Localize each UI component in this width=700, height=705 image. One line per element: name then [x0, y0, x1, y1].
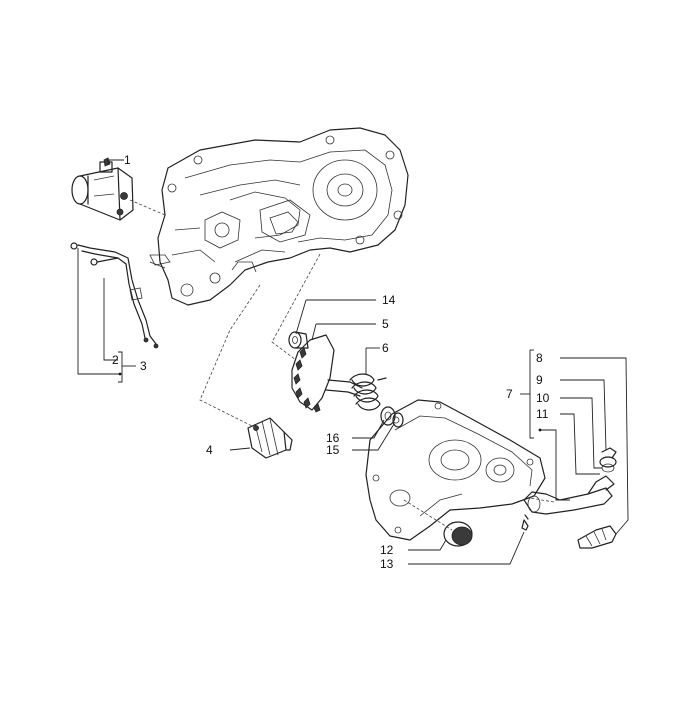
wiring-harness: [70, 242, 159, 349]
callout-8: 8: [536, 351, 543, 365]
small-screw: [521, 514, 529, 531]
starter-pinion: [247, 417, 293, 459]
callout-5: 5: [382, 317, 389, 331]
callout-2: 2: [112, 353, 119, 367]
callout-10: 10: [536, 391, 550, 405]
bushing: [288, 331, 309, 349]
cover-cap: [443, 521, 473, 547]
callout-16: 16: [326, 431, 340, 445]
callout-13: 13: [380, 557, 394, 571]
callout-1: 1: [124, 153, 131, 167]
kick-lever: [523, 447, 617, 549]
callout-15: 15: [326, 443, 340, 457]
callout-9: 9: [536, 373, 543, 387]
callout-11: 11: [536, 407, 549, 421]
callout-14: 14: [382, 293, 396, 307]
crankcase: [149, 127, 409, 306]
side-cover: [365, 399, 546, 541]
callout-7: 7: [506, 387, 513, 401]
kick-sector-gear: [291, 334, 363, 413]
leader-lines: [77, 159, 629, 565]
starter-motor: [71, 157, 134, 221]
callout-6: 6: [382, 341, 389, 355]
callout-12: 12: [380, 543, 394, 557]
bracket-dot-2-3: [118, 372, 122, 376]
callout-4: 4: [206, 443, 213, 457]
kick-spring: [349, 373, 387, 411]
callout-3: 3: [140, 359, 147, 373]
bracket-dot-7: [538, 428, 542, 432]
